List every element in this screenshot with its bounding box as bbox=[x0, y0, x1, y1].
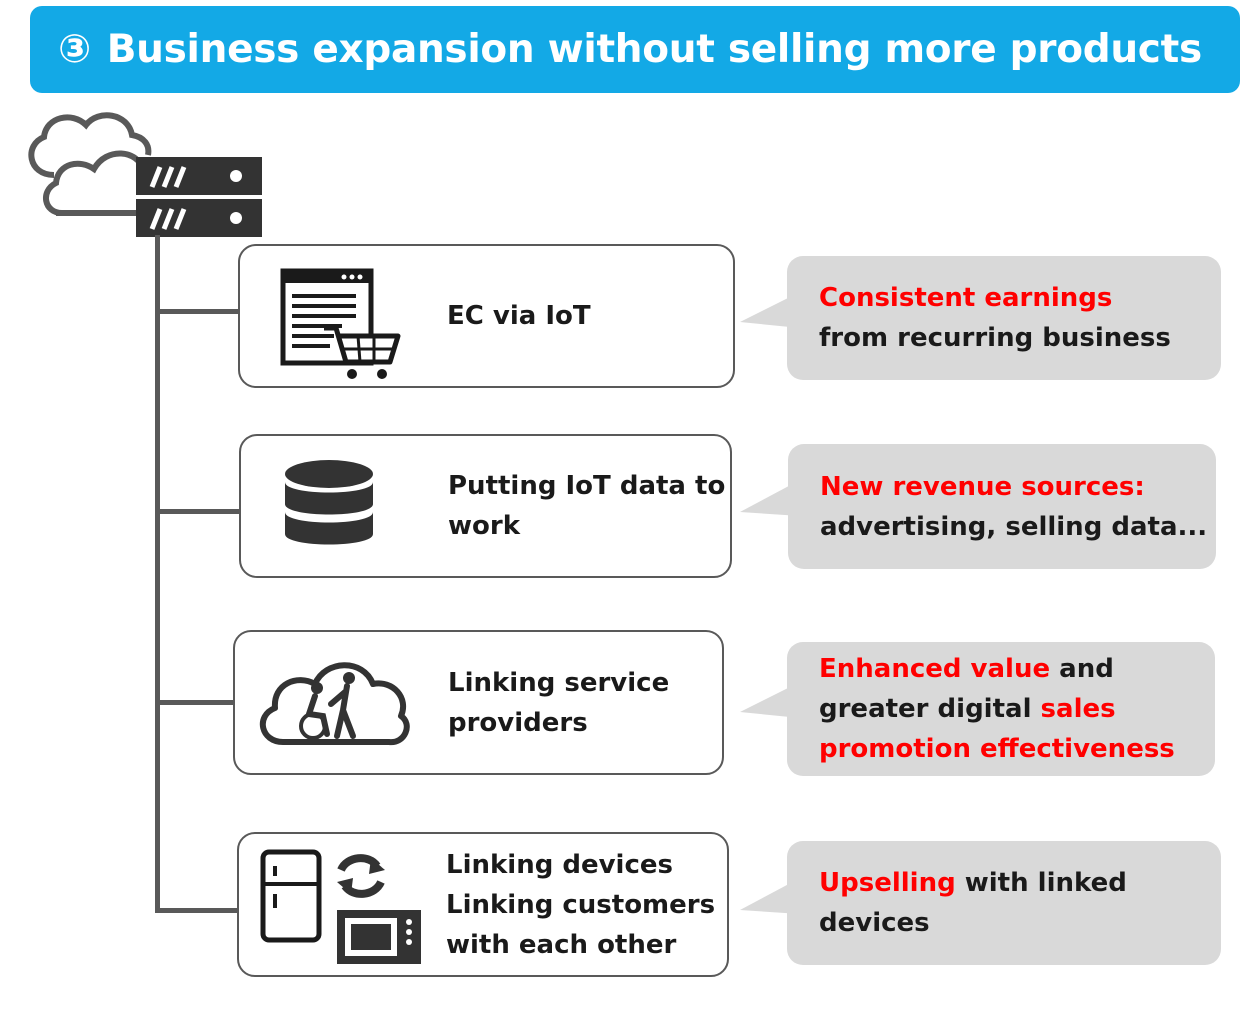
ec-via-iot-card: EC via IoT bbox=[238, 244, 735, 388]
service-providers-card: Linking service providers bbox=[233, 630, 724, 775]
callout-tail-3 bbox=[740, 682, 800, 718]
tree-branch-3 bbox=[155, 700, 235, 705]
linked-appliances-icon bbox=[260, 849, 421, 964]
iot-data-label: Putting IoT data to work bbox=[448, 471, 726, 541]
callout-tail-2 bbox=[740, 480, 800, 516]
database-icon bbox=[285, 460, 373, 545]
web-page-shopping-cart-icon bbox=[280, 268, 401, 379]
tree-branch-2 bbox=[155, 509, 242, 514]
callout-tail-1 bbox=[740, 292, 800, 328]
cloud-server-icon bbox=[28, 112, 262, 237]
iot-data-card: Putting IoT data to work bbox=[239, 434, 732, 578]
tree-branch-4 bbox=[155, 908, 240, 913]
callout-tail-4 bbox=[740, 878, 800, 914]
tree-branch-1 bbox=[155, 309, 240, 314]
title-text: Business expansion without selling more … bbox=[106, 27, 1202, 72]
upselling-callout: Upselling with linked devices bbox=[787, 841, 1221, 965]
new-revenue-callout: New revenue sources: advertising, sellin… bbox=[788, 444, 1216, 569]
ec-via-iot-label: EC via IoT bbox=[447, 301, 591, 331]
enhanced-value-callout: Enhanced value and greater digital sales… bbox=[787, 642, 1215, 776]
consistent-earnings-callout: Consistent earnings from recurring busin… bbox=[787, 256, 1221, 380]
linking-devices-label: Linking devices Linking customers with e… bbox=[446, 849, 716, 960]
cloud-care-service-icon bbox=[259, 662, 410, 746]
linking-devices-card: Linking devices Linking customers with e… bbox=[237, 832, 729, 977]
title-number: ③ bbox=[58, 27, 91, 72]
service-providers-label: Linking service providers bbox=[448, 667, 670, 738]
tree-trunk-line bbox=[155, 235, 160, 913]
title-banner: ③ Business expansion without selling mor… bbox=[30, 6, 1240, 93]
